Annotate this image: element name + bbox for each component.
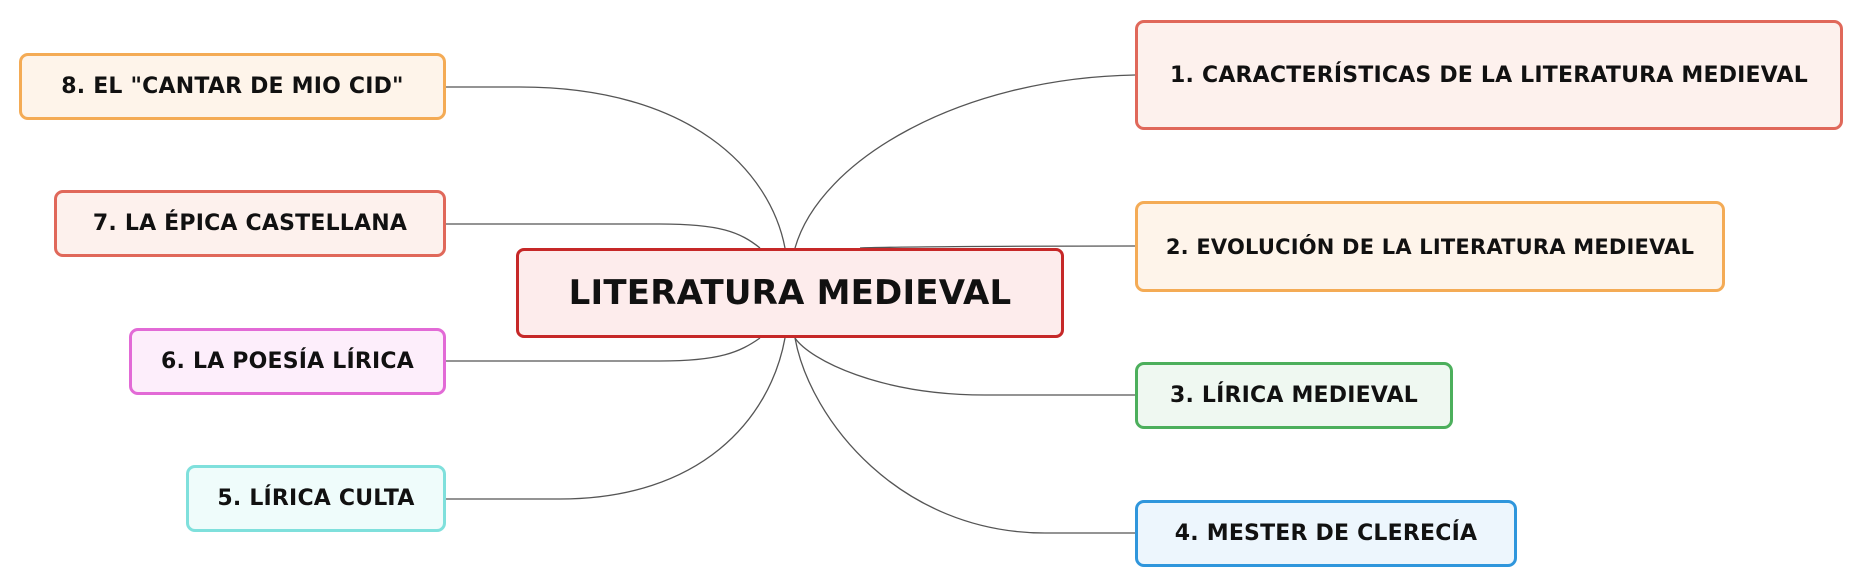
branch-3-lirica-medieval[interactable]: 3. LÍRICA MEDIEVAL <box>1135 362 1453 429</box>
connector-7 <box>446 223 761 249</box>
connector-2 <box>859 245 1136 249</box>
branch-4-mester-de-clerecia[interactable]: 4. MESTER DE CLERECÍA <box>1135 500 1517 567</box>
connector-6 <box>446 337 761 362</box>
branch-label: 3. LÍRICA MEDIEVAL <box>1169 383 1419 408</box>
branch-label: 4. MESTER DE CLERECÍA <box>1174 521 1478 546</box>
branch-6-poesia-lirica[interactable]: 6. LA POESÍA LÍRICA <box>129 328 446 395</box>
branch-label: 7. LA ÉPICA CASTELLANA <box>92 211 408 236</box>
branch-label: 1. CARACTERÍSTICAS DE LA LITERATURA MEDI… <box>1170 62 1808 88</box>
connector-3 <box>794 337 1135 396</box>
central-topic-label: LITERATURA MEDIEVAL <box>568 273 1012 313</box>
connector-8 <box>446 86 786 249</box>
connector-4 <box>794 337 1135 534</box>
branch-5-lirica-culta[interactable]: 5. LÍRICA CULTA <box>186 465 446 532</box>
branch-label: 6. LA POESÍA LÍRICA <box>161 349 414 374</box>
central-topic[interactable]: LITERATURA MEDIEVAL <box>516 248 1064 338</box>
connector-5 <box>446 337 786 500</box>
branch-7-epica-castellana[interactable]: 7. LA ÉPICA CASTELLANA <box>54 190 446 257</box>
branch-label: 5. LÍRICA CULTA <box>217 486 415 511</box>
branch-1-caracteristicas[interactable]: 1. CARACTERÍSTICAS DE LA LITERATURA MEDI… <box>1135 20 1843 130</box>
connector-1 <box>794 74 1136 249</box>
branch-label: 2. EVOLUCIÓN DE LA LITERATURA MEDIEVAL <box>1165 234 1695 259</box>
branch-label: 8. EL "CANTAR DE MIO CID" <box>61 74 404 99</box>
branch-2-evolucion[interactable]: 2. EVOLUCIÓN DE LA LITERATURA MEDIEVAL <box>1135 201 1725 292</box>
branch-8-cantar-de-mio-cid[interactable]: 8. EL "CANTAR DE MIO CID" <box>19 53 446 120</box>
